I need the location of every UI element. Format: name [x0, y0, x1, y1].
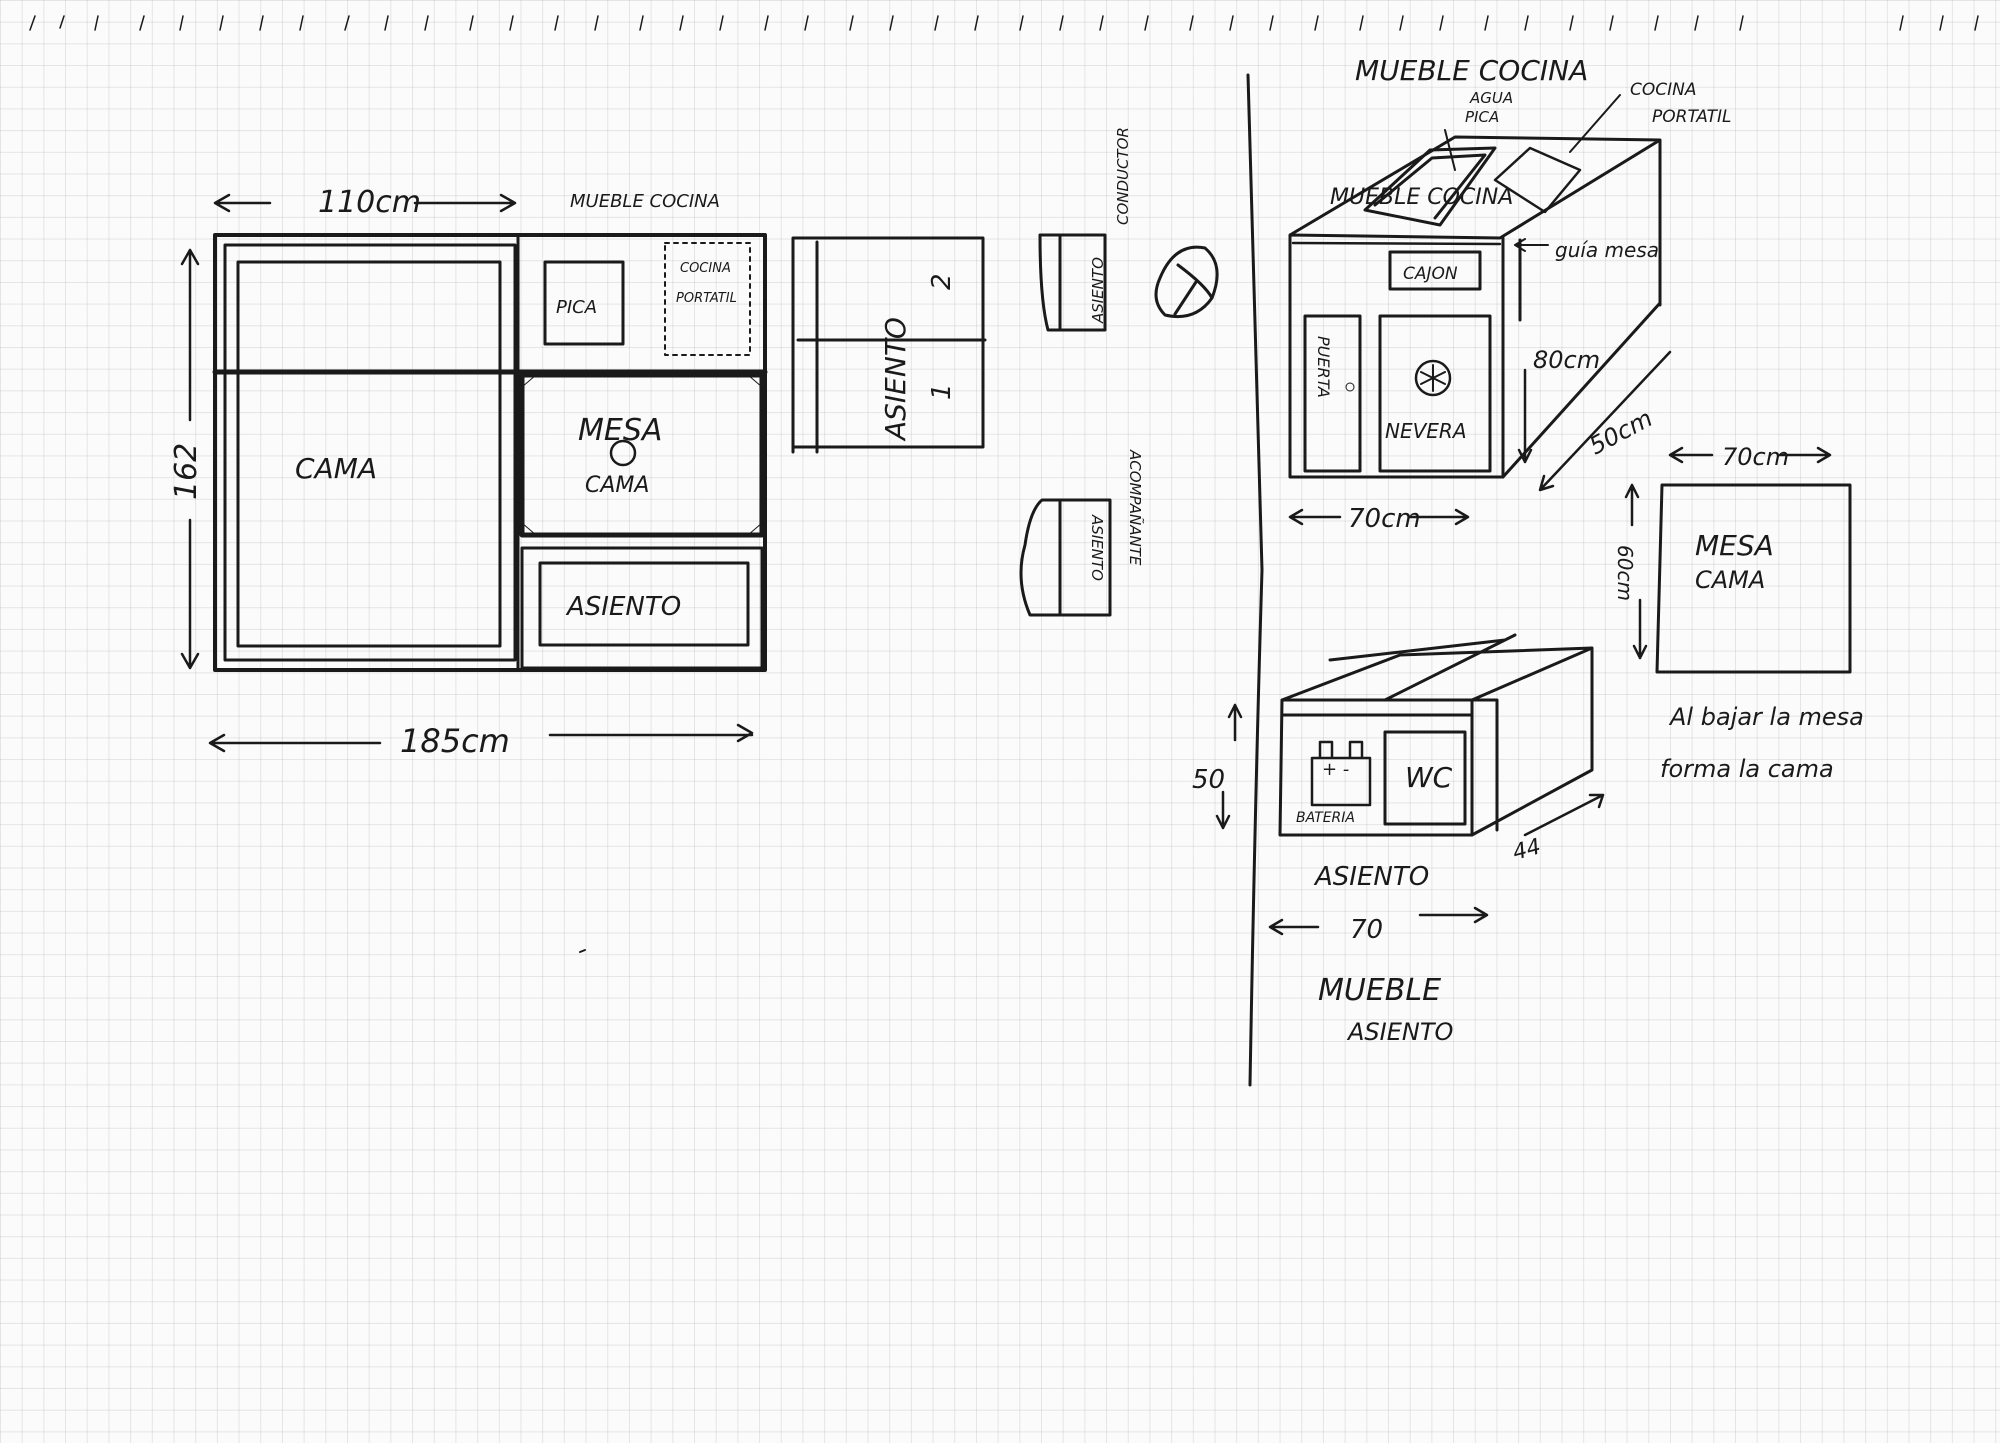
- kitchen-top-edge: [1291, 241, 1502, 246]
- plan-view: 110cm MUEBLE COCINA 162 185cm CAMA PICA …: [169, 127, 1219, 760]
- table-label-1: MESA: [578, 413, 662, 448]
- plan-outer-frame: [213, 233, 767, 672]
- page-separator-line: [1246, 73, 1264, 1087]
- table-bed-label-2: CAMA: [1695, 566, 1765, 594]
- passenger-label: ACOMPAÑANTE: [1126, 449, 1145, 566]
- bed-outline: [223, 243, 517, 662]
- table-width-dim-label: 70cm: [1722, 443, 1789, 471]
- table-width-dim-arrow: [1668, 446, 1832, 464]
- seat-width-dim-label: 70: [1350, 915, 1383, 945]
- stove3d-label-1: COCINA: [1630, 80, 1696, 100]
- seat-depth-dim-label: 44: [1510, 834, 1544, 865]
- steering-wheel-icon: [1154, 245, 1219, 319]
- seat-unit-label: ASIENTO: [1313, 862, 1429, 892]
- seat-unit-title-2: ASIENTO: [1346, 1018, 1453, 1046]
- rear-bench-num-top: 2: [927, 273, 957, 290]
- driver-seat-label: ASIENTO: [1089, 257, 1107, 324]
- rear-bench-label: ASIENTO: [879, 317, 912, 442]
- spiral-binding: [29, 15, 1979, 31]
- seat-width-dim-arrow: [1268, 906, 1489, 936]
- stove-label-2: PORTATIL: [676, 291, 737, 306]
- dim-arrow-162: [180, 248, 200, 670]
- seat-inner: [538, 561, 750, 647]
- stove3d-label-2: PORTATIL: [1652, 107, 1732, 127]
- seat-label: ASIENTO: [565, 592, 681, 622]
- battery-terminals: + -: [1322, 759, 1349, 780]
- width-dim-label: 70cm: [1348, 504, 1421, 534]
- width-dim-arrow: [1288, 508, 1470, 526]
- wc-box: [1383, 730, 1467, 826]
- table-corner-marks: [521, 374, 763, 536]
- seat-depth-dim-arrow: [1523, 793, 1605, 837]
- table-bed-label-1: MESA: [1695, 529, 1774, 562]
- table-guide-label: guía mesa: [1555, 238, 1659, 262]
- dim-110-label: 110cm: [318, 185, 421, 220]
- fridge-label: NEVERA: [1385, 419, 1467, 443]
- driver-label: CONDUCTOR: [1114, 127, 1132, 225]
- sink-box: [543, 260, 625, 346]
- height-dim-label: 80cm: [1533, 346, 1600, 374]
- depth-dim-label: 50cm: [1585, 404, 1657, 460]
- table-bed-sketch: 70cm 60cm MESA CAMA Al bajar la mesa for…: [1613, 443, 1864, 783]
- door-knob-icon: [1345, 382, 1355, 392]
- water-label-2: PICA: [1465, 108, 1499, 126]
- table-height-dim-arrow: [1624, 483, 1648, 660]
- kitchen-unit-title: MUEBLE COCINA: [1355, 54, 1588, 87]
- seat-height-dim-label: 50: [1192, 765, 1225, 795]
- drawer-label: CAJON: [1403, 264, 1458, 284]
- table-bed-note-2: forma la cama: [1660, 755, 1834, 783]
- drawer-box: [1388, 250, 1482, 291]
- kitchen-unit-sketch: MUEBLE COCINA AGUA PICA COCINA PORTATIL …: [1288, 54, 1732, 534]
- kitchen-top-label: MUEBLE COCINA: [1330, 185, 1513, 210]
- table-label-2: CAMA: [585, 473, 649, 498]
- sink-top-shape: [1363, 146, 1497, 227]
- table-height-dim-label: 60cm: [1613, 545, 1637, 601]
- table-bed-panel: [519, 372, 765, 538]
- stove-box: [664, 242, 751, 356]
- passenger-seat: [1019, 498, 1112, 617]
- battery-label: BATERIA: [1296, 810, 1355, 826]
- snowflake-icon: [1414, 359, 1452, 397]
- table-leg-circle: [609, 439, 637, 467]
- dim-arrow-185: [208, 723, 754, 753]
- height-dim-arrow: [1517, 368, 1533, 464]
- driver-seat: [1038, 233, 1107, 332]
- depth-dim-arrow: [1538, 350, 1672, 492]
- stove-top-shape: [1493, 146, 1582, 214]
- stove-label-1: COCINA: [680, 261, 731, 276]
- snowflake-icon-lines: [1420, 364, 1446, 392]
- seat-unit-box: [1278, 633, 1594, 837]
- dim-185-label: 185cm: [400, 722, 510, 760]
- door-box: [1303, 314, 1362, 473]
- passenger-seat-label: ASIENTO: [1088, 514, 1106, 581]
- dim-162-label: 162: [169, 443, 204, 500]
- dim-arrow-110: [213, 193, 517, 213]
- fridge-box: [1378, 314, 1492, 473]
- seat-unit-title-1: MUEBLE: [1318, 973, 1441, 1008]
- plan-kitchen-title: MUEBLE COCINA: [570, 191, 720, 212]
- battery-icon: [1310, 740, 1372, 807]
- seat-box: [520, 546, 764, 670]
- seat-height-dim-arrow: [1215, 703, 1243, 830]
- bed-label: CAMA: [295, 452, 377, 485]
- water-label-1: AGUA: [1469, 89, 1513, 107]
- rear-bench-num-bottom: 1: [927, 383, 957, 400]
- bed-inner: [236, 260, 502, 648]
- stray-mark: [579, 949, 586, 953]
- rear-bench: [791, 236, 987, 454]
- table-guide-arrow: [1514, 238, 1549, 252]
- wc-label: WC: [1405, 761, 1453, 794]
- table-bed-rect: [1655, 483, 1852, 674]
- sink-label: PICA: [556, 297, 597, 318]
- kitchen-box-outline: [1288, 135, 1662, 479]
- seat-unit-sketch: 50 + - BATERIA WC 44 ASIENTO 70 MUEBLE A…: [1192, 633, 1605, 1046]
- table-bed-note-1: Al bajar la mesa: [1668, 703, 1864, 731]
- door-label: PUERTA: [1314, 336, 1333, 398]
